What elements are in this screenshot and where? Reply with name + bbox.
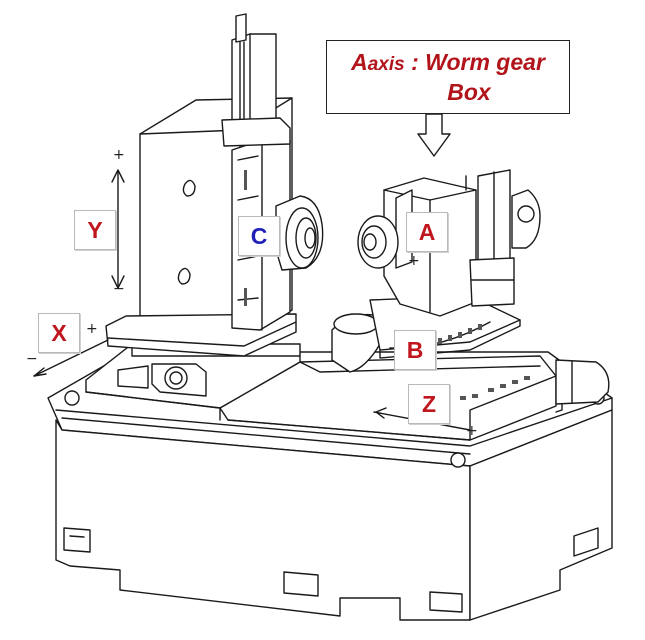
label-b: B (394, 330, 436, 370)
callout-axis-letter: A (351, 49, 368, 75)
label-b-text: B (406, 336, 424, 363)
callout-line-1: Aaxis : Worm gear (327, 49, 569, 76)
z-plus-sign: + (466, 423, 478, 439)
callout-separator: : (404, 49, 426, 75)
a-axis-callout: Aaxis : Worm gear Box (326, 40, 570, 114)
x-plus-sign: + (86, 321, 98, 337)
label-c: C (238, 216, 280, 256)
callout-arrow (417, 113, 451, 157)
label-a-text: A (418, 218, 436, 245)
label-x: X (38, 313, 80, 353)
z-slide (219, 355, 610, 441)
callout-axis-word: axis (367, 54, 405, 75)
a-plus-sign: + (408, 253, 420, 269)
label-y-text: Y (87, 216, 103, 243)
label-z: Z (408, 384, 450, 424)
y-axis-arrow (111, 169, 125, 289)
label-c-text: C (250, 222, 268, 249)
label-a: A (406, 212, 448, 252)
a-axis-head (357, 169, 541, 317)
callout-line-2: Box (447, 79, 491, 105)
x-axis-arrow (33, 339, 109, 377)
y-plus-sign: + (113, 147, 125, 163)
column (105, 13, 324, 357)
callout-line1-text: Worm gear (425, 49, 545, 75)
y-minus-sign: − (113, 281, 125, 297)
x-minus-sign: − (26, 351, 38, 367)
label-z-text: Z (421, 390, 437, 417)
label-x-text: X (51, 319, 67, 346)
label-y: Y (74, 210, 116, 250)
